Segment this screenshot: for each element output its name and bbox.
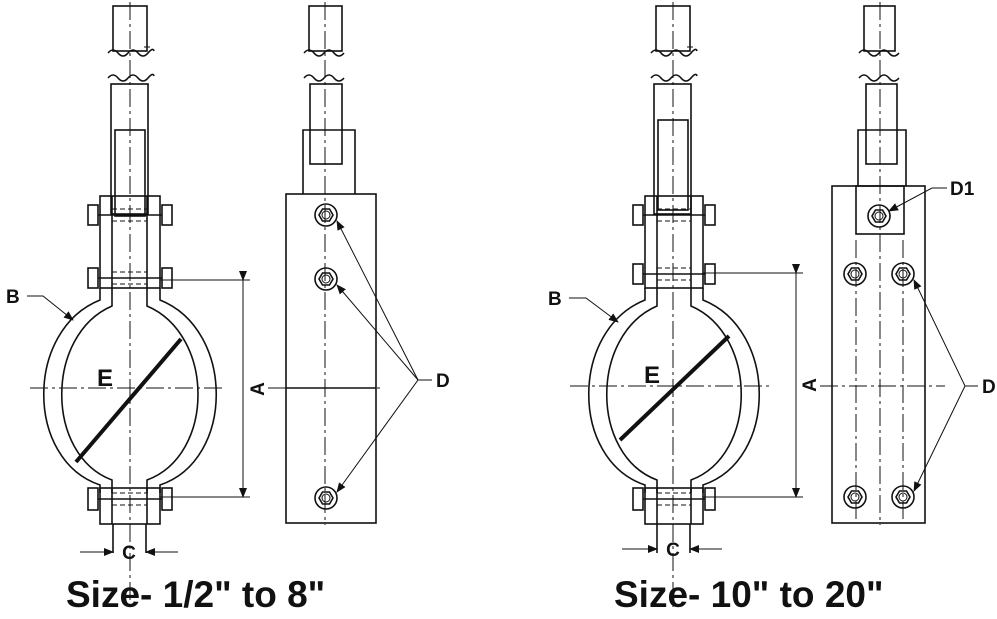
nut-icon <box>314 267 338 291</box>
right-front-view <box>569 2 803 610</box>
label-e-left: E <box>97 365 113 392</box>
label-c-left: C <box>122 543 136 564</box>
label-b-right: B <box>548 289 562 310</box>
nut-icon <box>314 203 338 227</box>
left-side-view <box>268 2 432 525</box>
nut-icon <box>843 485 867 509</box>
label-d-right: D <box>982 377 996 398</box>
nut-icon <box>891 262 915 286</box>
label-c-right: C <box>666 540 680 561</box>
nut-icon <box>314 486 338 510</box>
caption-left: Size- 1/2" to 8" <box>66 574 325 615</box>
nut-icon <box>843 262 867 286</box>
nut-icon <box>867 204 891 228</box>
label-a-left: A <box>248 382 269 396</box>
nut-icon <box>891 485 915 509</box>
label-d1-right: D1 <box>950 179 975 200</box>
label-a-right: A <box>800 378 821 392</box>
caption-right: Size- 10" to 20" <box>614 574 884 615</box>
right-side-view <box>820 2 978 525</box>
label-d-left: D <box>436 371 450 392</box>
label-e-right: E <box>644 362 660 389</box>
left-front-view <box>27 2 250 610</box>
label-b-left: B <box>6 287 20 308</box>
